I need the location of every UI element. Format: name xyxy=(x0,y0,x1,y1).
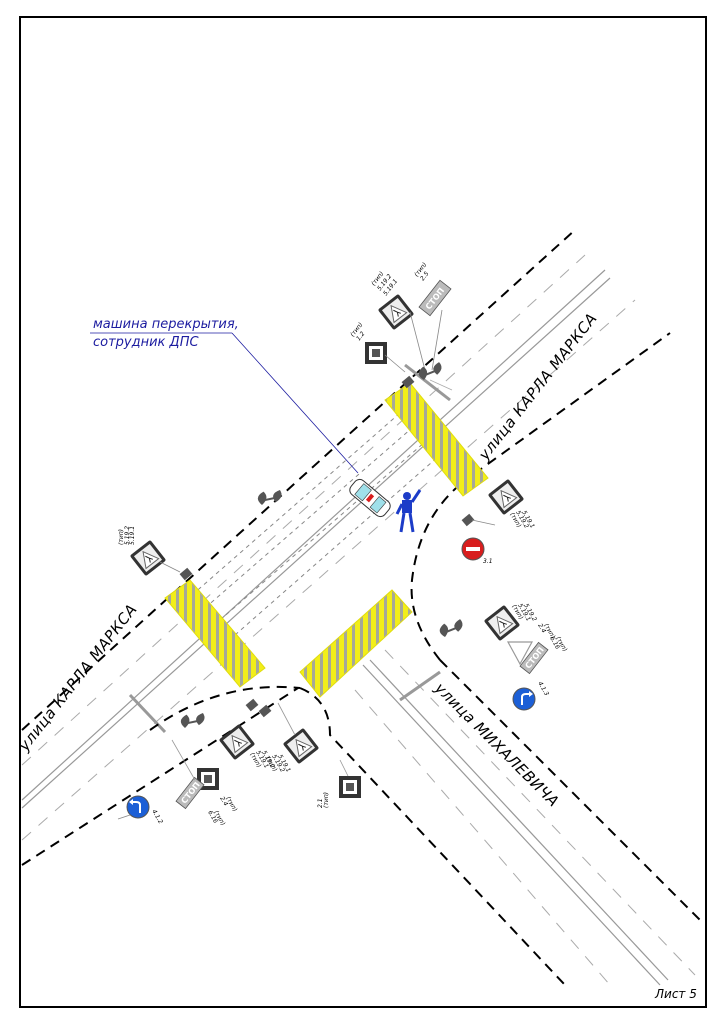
police-car xyxy=(349,478,391,518)
sign-cluster-left: 5.19.2 5.19.1 (тип) xyxy=(118,526,193,581)
sign-cluster-right: 5.19.2 5.19.1 (тип) xyxy=(461,478,536,530)
annotation-line-1: машина перекрытия, xyxy=(93,317,239,332)
caption-br-b: (тип) xyxy=(323,792,330,808)
street-mikhalevicha: улица МИХАЛЕВИЧА xyxy=(430,678,562,810)
sign-cluster-bottom-mid: 5.19.2 5.19.1 (тип) xyxy=(264,702,320,774)
sheet-frame xyxy=(19,16,707,1008)
crosswalks xyxy=(164,382,489,698)
lamp-center xyxy=(255,485,285,509)
caption-top-d: 2.5 xyxy=(419,270,431,282)
police-officer xyxy=(395,489,422,533)
sign-cluster-top: СТОП 5.19.1 5.19.2 (тип) 2.5 (тип) 1.2 (… xyxy=(349,261,453,391)
caption-bottom-d: 2.4 xyxy=(218,796,229,808)
sign-cluster-bottom: СТОП 5.19.1 5.19.2 (тип) 2.4 (тип) 6.16 … xyxy=(171,698,276,827)
caption-left-c: (тип) xyxy=(118,529,125,545)
mikhalevicha-road xyxy=(149,473,701,986)
caption-no-entry: 3.1 xyxy=(483,558,493,565)
street-karla-marksa-lower: улица КАРЛА МАРКСА xyxy=(14,601,140,756)
caption-top-f: 1.2 xyxy=(355,330,367,342)
caption-turn-left: 4.1.2 xyxy=(150,809,164,826)
street-karla-marksa-upper: улица КАРЛА МАРКСА xyxy=(474,310,600,465)
caption-rl-d: 2.4 xyxy=(536,623,547,635)
sign-cluster-right-lower: СТОП 5.19.1 5.19.2 (тип) 2.4 (тип) 6.16 … xyxy=(436,603,568,675)
caption-br-a: 2.1 xyxy=(317,798,324,808)
caption-turn-right: 4.1.3 xyxy=(536,681,550,698)
sheet-label: Лист 5 xyxy=(654,987,697,1001)
annotation-line-2: сотрудник ДПС xyxy=(93,335,199,350)
priority-sign-bottom-right: 2.1 (тип) xyxy=(317,759,361,808)
crosswalk-left xyxy=(164,579,266,688)
karla-marksa-road xyxy=(21,229,671,866)
no-entry-sign: 3.1 xyxy=(461,537,493,565)
caption-left-b: 5.19.1 xyxy=(129,526,136,545)
turn-right-sign: 4.1.3 xyxy=(512,681,550,711)
crosswalk-top xyxy=(384,382,489,497)
turn-left-sign: 4.1.2 xyxy=(117,795,164,826)
caption-left-a: 5.19.2 xyxy=(124,526,131,545)
annotation-callout: машина перекрытия, сотрудник ДПС xyxy=(90,317,359,474)
crosswalk-bottom xyxy=(299,589,413,698)
